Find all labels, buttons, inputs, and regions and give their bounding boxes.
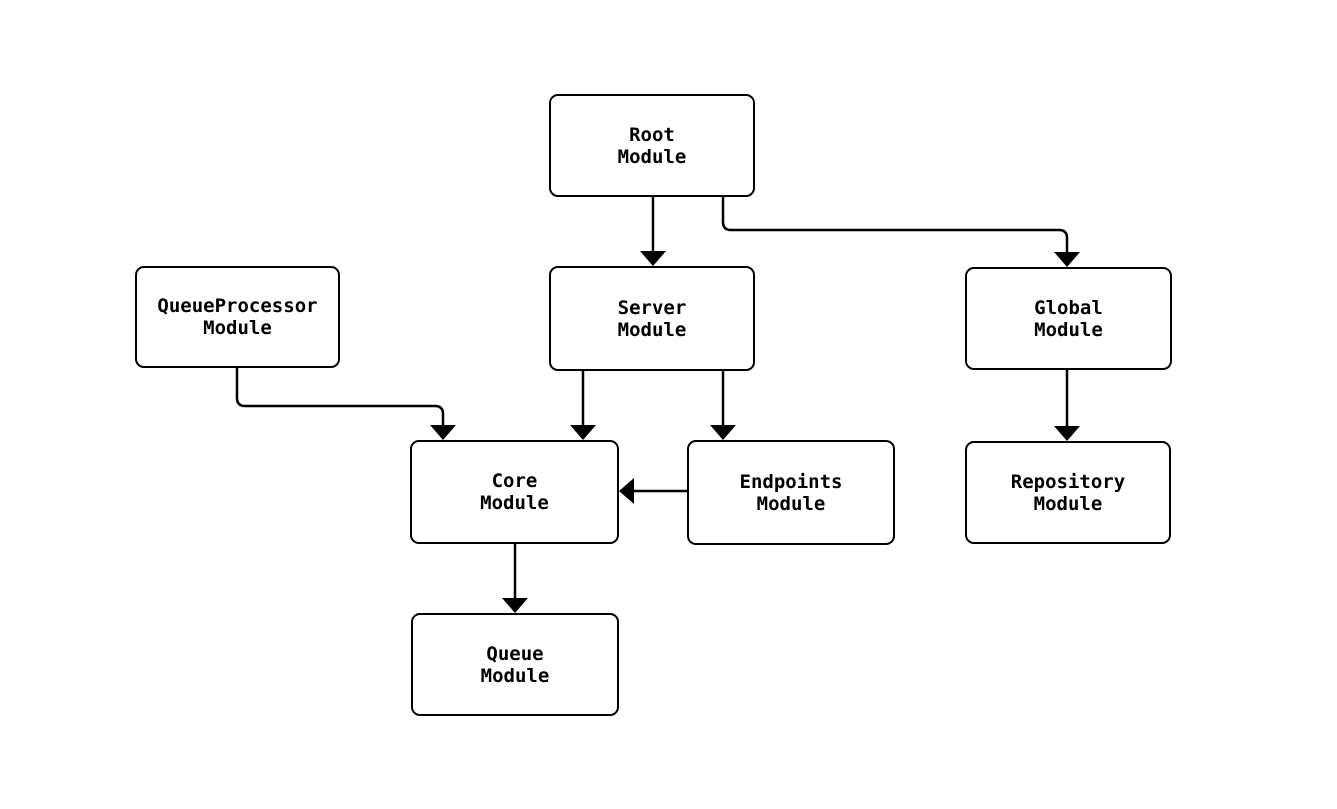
arrowhead-endpoints-to-core xyxy=(619,478,634,504)
node-label-line: Core xyxy=(491,470,538,492)
node-server-module-label: Server Module xyxy=(618,297,687,341)
node-label-line: Module xyxy=(617,318,687,341)
edge-root-to-global xyxy=(721,197,1069,252)
node-queueprocessor-module: QueueProcessor Module xyxy=(135,266,340,368)
node-label-line: Module xyxy=(1033,492,1103,515)
edge-queueprocessor-to-core xyxy=(235,368,445,425)
node-label-line: Root xyxy=(629,123,675,146)
node-repository-module: Repository Module xyxy=(965,441,1171,544)
node-server-module: Server Module xyxy=(549,266,755,371)
node-label-line: Endpoints xyxy=(739,470,843,493)
arrowhead-root-to-server xyxy=(640,251,666,266)
arrowhead-global-to-repository xyxy=(1054,426,1080,441)
node-label-line: Repository xyxy=(1010,470,1126,493)
node-queueprocessor-module-label: QueueProcessor Module xyxy=(157,295,317,339)
node-global-module-label: Global Module xyxy=(1034,297,1103,341)
node-global-module: Global Module xyxy=(965,267,1172,370)
node-label-line: Module xyxy=(203,317,272,339)
node-label-line: Module xyxy=(756,492,826,515)
node-root-module-label: Root Module xyxy=(618,124,687,168)
node-label-line: Global xyxy=(1034,296,1103,319)
arrowhead-core-to-queue xyxy=(502,598,528,613)
node-root-module: Root Module xyxy=(549,94,755,197)
node-label-line: Queue xyxy=(486,642,544,665)
node-core-module-label: Core Module xyxy=(480,470,549,514)
arrowhead-root-to-global xyxy=(1054,252,1080,267)
arrowhead-queueprocessor-to-core xyxy=(430,425,456,440)
arrowhead-server-to-core xyxy=(570,425,596,440)
node-label-line: Module xyxy=(617,145,687,168)
node-endpoints-module-label: Endpoints Module xyxy=(740,471,843,515)
node-repository-module-label: Repository Module xyxy=(1011,471,1125,515)
node-label-line: Module xyxy=(1034,318,1103,341)
node-label-line: Module xyxy=(480,664,550,687)
node-label-line: Module xyxy=(480,492,549,514)
node-endpoints-module: Endpoints Module xyxy=(687,440,895,545)
node-core-module: Core Module xyxy=(410,440,619,544)
node-queue-module-label: Queue Module xyxy=(481,643,550,687)
arrowhead-server-to-endpoints xyxy=(710,425,736,440)
node-queue-module: Queue Module xyxy=(411,613,619,716)
node-label-line: QueueProcessor xyxy=(157,295,318,317)
node-label-line: Server xyxy=(617,296,687,319)
